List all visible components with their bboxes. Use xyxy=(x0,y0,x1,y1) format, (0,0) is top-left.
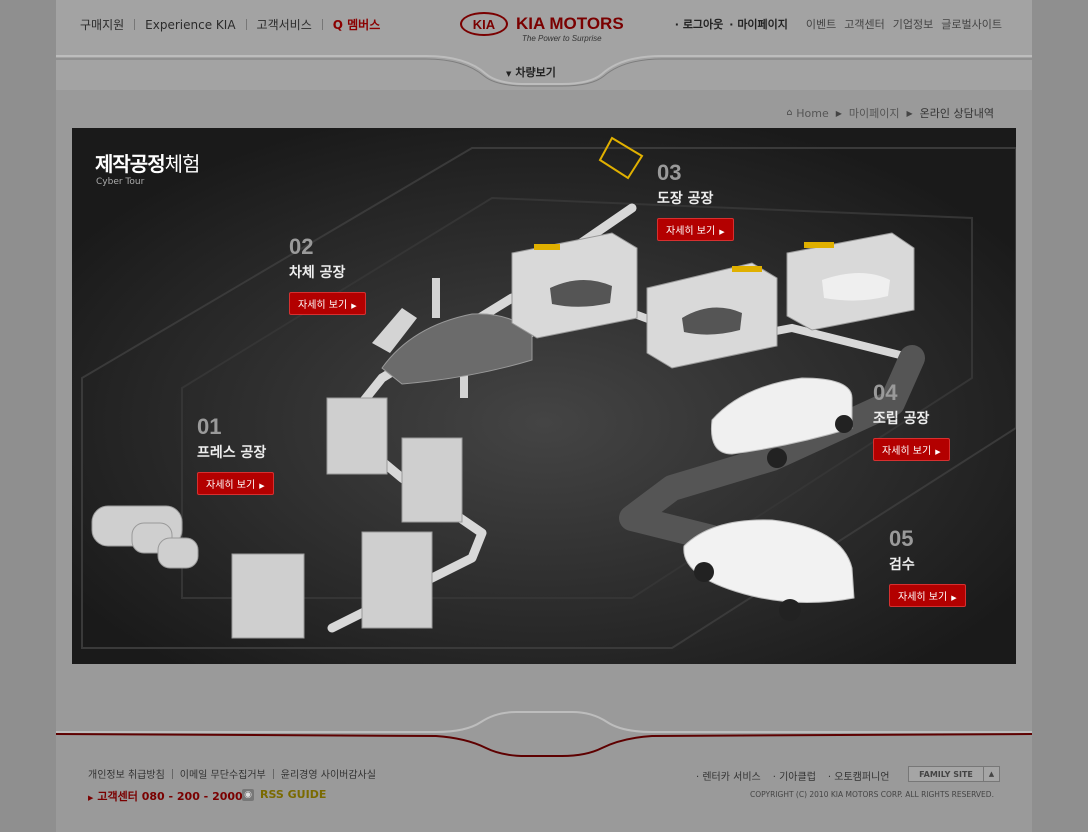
copyright: COPYRIGHT (C) 2010 KIA MOTORS CORP. ALL … xyxy=(750,790,994,799)
kia-logo[interactable]: KIA KIA MOTORS The Power to Surprise xyxy=(460,12,624,43)
divider xyxy=(321,19,323,30)
step-name: 검수 xyxy=(889,557,915,573)
breadcrumb: ⌂ Home ▶ 마이페이지 ▶ 온라인 상담내역 xyxy=(787,105,994,121)
detail-button-label: 자세히 보기 xyxy=(898,592,948,603)
detail-button-body[interactable]: 자세히 보기▶ xyxy=(289,292,366,315)
step-name: 차체 공장 xyxy=(289,265,346,281)
breadcrumb-current: 온라인 상담내역 xyxy=(919,107,994,120)
top-nav: 구매지원 Experience KIA 고객서비스 Q 멤버스 xyxy=(80,16,380,33)
footer: 개인정보 취급방침 이메일 무단수집거부 윤리경영 사이버감사실 ▶고객센터 0… xyxy=(56,700,1032,832)
company-info-link[interactable]: 기업정보 xyxy=(892,18,934,31)
detail-button-label: 자세히 보기 xyxy=(882,446,932,457)
step-number: 02 xyxy=(289,234,314,259)
triangle-right-icon: ▶ xyxy=(951,594,957,602)
kia-club-label: 기아클럽 xyxy=(779,772,816,783)
factory-illustration xyxy=(72,128,1016,664)
utility-nav: · 로그아웃 · 마이페이지 이벤트 고객센터 기업정보 글로벌사이트 xyxy=(669,16,1002,32)
vehicle-tab-shape xyxy=(56,55,1032,87)
chevron-right-icon: ▶ xyxy=(906,108,913,118)
step-press: 01 프레스 공장 자세히 보기▶ xyxy=(197,414,274,495)
step-body: 02 차체 공장 자세히 보기▶ xyxy=(289,234,366,315)
customer-center-text: 고객센터 080 - 200 - 2000 xyxy=(97,790,243,803)
step-name: 프레스 공장 xyxy=(197,445,267,461)
step-paint: 03 도장 공장 자세히 보기▶ xyxy=(657,160,734,241)
step-assembly: 04 조립 공장 자세히 보기▶ xyxy=(873,380,950,461)
family-site-label: FAMILY SITE xyxy=(919,769,973,779)
vehicle-view-label: 차량보기 xyxy=(515,66,556,79)
kia-logo-emblem: KIA xyxy=(460,12,508,36)
divider xyxy=(272,768,274,779)
vehicle-view-tab[interactable]: ▼차량보기 xyxy=(506,64,556,80)
kia-logo-tagline: The Power to Surprise xyxy=(522,34,602,43)
detail-button-assembly[interactable]: 자세히 보기▶ xyxy=(873,438,950,461)
step-name: 도장 공장 xyxy=(657,191,714,207)
mypage-label: 마이페이지 xyxy=(737,18,788,31)
triangle-right-icon: ▶ xyxy=(351,302,357,310)
support-center-link[interactable]: 고객센터 xyxy=(844,18,885,31)
triangle-right-icon: ▶ xyxy=(719,228,725,236)
rentcar-label: 렌터카 서비스 xyxy=(702,772,761,783)
customer-center: ▶고객센터 080 - 200 - 2000 xyxy=(88,788,243,804)
detail-button-label: 자세히 보기 xyxy=(206,480,256,491)
triangle-down-icon: ▼ xyxy=(506,70,512,78)
footer-links: 개인정보 취급방침 이메일 무단수집거부 윤리경영 사이버감사실 xyxy=(88,766,376,781)
rentcar-link[interactable]: · 렌터카 서비스 xyxy=(696,772,761,783)
page: 구매지원 Experience KIA 고객서비스 Q 멤버스 KIA KIA … xyxy=(56,0,1032,832)
nav-customer-service[interactable]: 고객서비스 xyxy=(256,18,312,32)
triangle-right-icon: ▶ xyxy=(259,482,265,490)
breadcrumb-home[interactable]: Home xyxy=(796,106,829,120)
tour-title-light: 체험 xyxy=(164,152,201,176)
family-site-select[interactable]: FAMILY SITE ▲ xyxy=(908,766,1000,782)
rss-label: RSS GUIDE xyxy=(260,788,327,801)
rss-icon: ◉ xyxy=(242,788,254,801)
nav-purchase-support[interactable]: 구매지원 xyxy=(80,18,125,32)
nav-experience-kia[interactable]: Experience KIA xyxy=(145,17,236,32)
logout-link[interactable]: · 로그아웃 xyxy=(674,18,724,31)
left-margin xyxy=(0,0,56,832)
global-site-link[interactable]: 글로벌사이트 xyxy=(941,18,1002,31)
tour-subtitle: Cyber Tour xyxy=(96,177,145,187)
triangle-up-icon: ▲ xyxy=(983,767,999,781)
header: 구매지원 Experience KIA 고객서비스 Q 멤버스 KIA KIA … xyxy=(56,0,1032,90)
detail-button-press[interactable]: 자세히 보기▶ xyxy=(197,472,274,495)
detail-button-label: 자세히 보기 xyxy=(666,226,716,237)
footer-right-links: · 렌터카 서비스 · 기아클럽 · 오토캠퍼니언 xyxy=(696,768,901,783)
step-name: 조립 공장 xyxy=(873,411,930,427)
nav-q-members[interactable]: Q 멤버스 xyxy=(332,18,381,32)
vehicle-bar: ▼차량보기 xyxy=(56,48,1032,90)
tour-title-bold: 제작공정 xyxy=(95,152,166,176)
triangle-right-icon: ▶ xyxy=(88,794,94,802)
kia-logo-name: KIA MOTORS xyxy=(516,14,624,33)
tour-title: 제작공정체험 xyxy=(95,148,201,177)
mypage-link[interactable]: · 마이페이지 xyxy=(729,18,788,31)
rss-guide-link[interactable]: ◉ RSS GUIDE xyxy=(242,788,326,801)
footer-wave xyxy=(56,711,1032,757)
triangle-right-icon: ▶ xyxy=(935,448,941,456)
auto-companion-label: 오토캠퍼니언 xyxy=(834,772,890,783)
step-number: 01 xyxy=(197,414,222,439)
right-margin xyxy=(1032,0,1088,832)
home-icon: ⌂ xyxy=(786,108,793,118)
breadcrumb-mypage[interactable]: 마이페이지 xyxy=(848,107,900,120)
divider xyxy=(171,768,173,779)
step-inspection: 05 검수 자세히 보기▶ xyxy=(889,526,966,607)
email-refusal-link[interactable]: 이메일 무단수집거부 xyxy=(179,770,266,781)
logout-label: 로그아웃 xyxy=(682,18,724,31)
step-number: 03 xyxy=(657,160,682,185)
auto-companion-link[interactable]: · 오토캠퍼니언 xyxy=(827,772,890,783)
cyber-tour-stage: 제작공정체험 Cyber Tour 01 프레스 공장 자세히 보기▶ 02 차… xyxy=(72,128,1016,664)
step-number: 05 xyxy=(889,526,914,551)
kia-club-link[interactable]: · 기아클럽 xyxy=(772,772,816,783)
chevron-right-icon: ▶ xyxy=(835,108,842,118)
divider xyxy=(245,19,247,30)
step-number: 04 xyxy=(873,380,898,405)
privacy-policy-link[interactable]: 개인정보 취급방침 xyxy=(88,770,165,781)
detail-button-label: 자세히 보기 xyxy=(298,300,348,311)
divider xyxy=(134,19,136,30)
event-link[interactable]: 이벤트 xyxy=(805,18,837,31)
detail-button-paint[interactable]: 자세히 보기▶ xyxy=(657,218,734,241)
detail-button-inspection[interactable]: 자세히 보기▶ xyxy=(889,584,966,607)
ethics-audit-link[interactable]: 윤리경영 사이버감사실 xyxy=(280,770,376,781)
